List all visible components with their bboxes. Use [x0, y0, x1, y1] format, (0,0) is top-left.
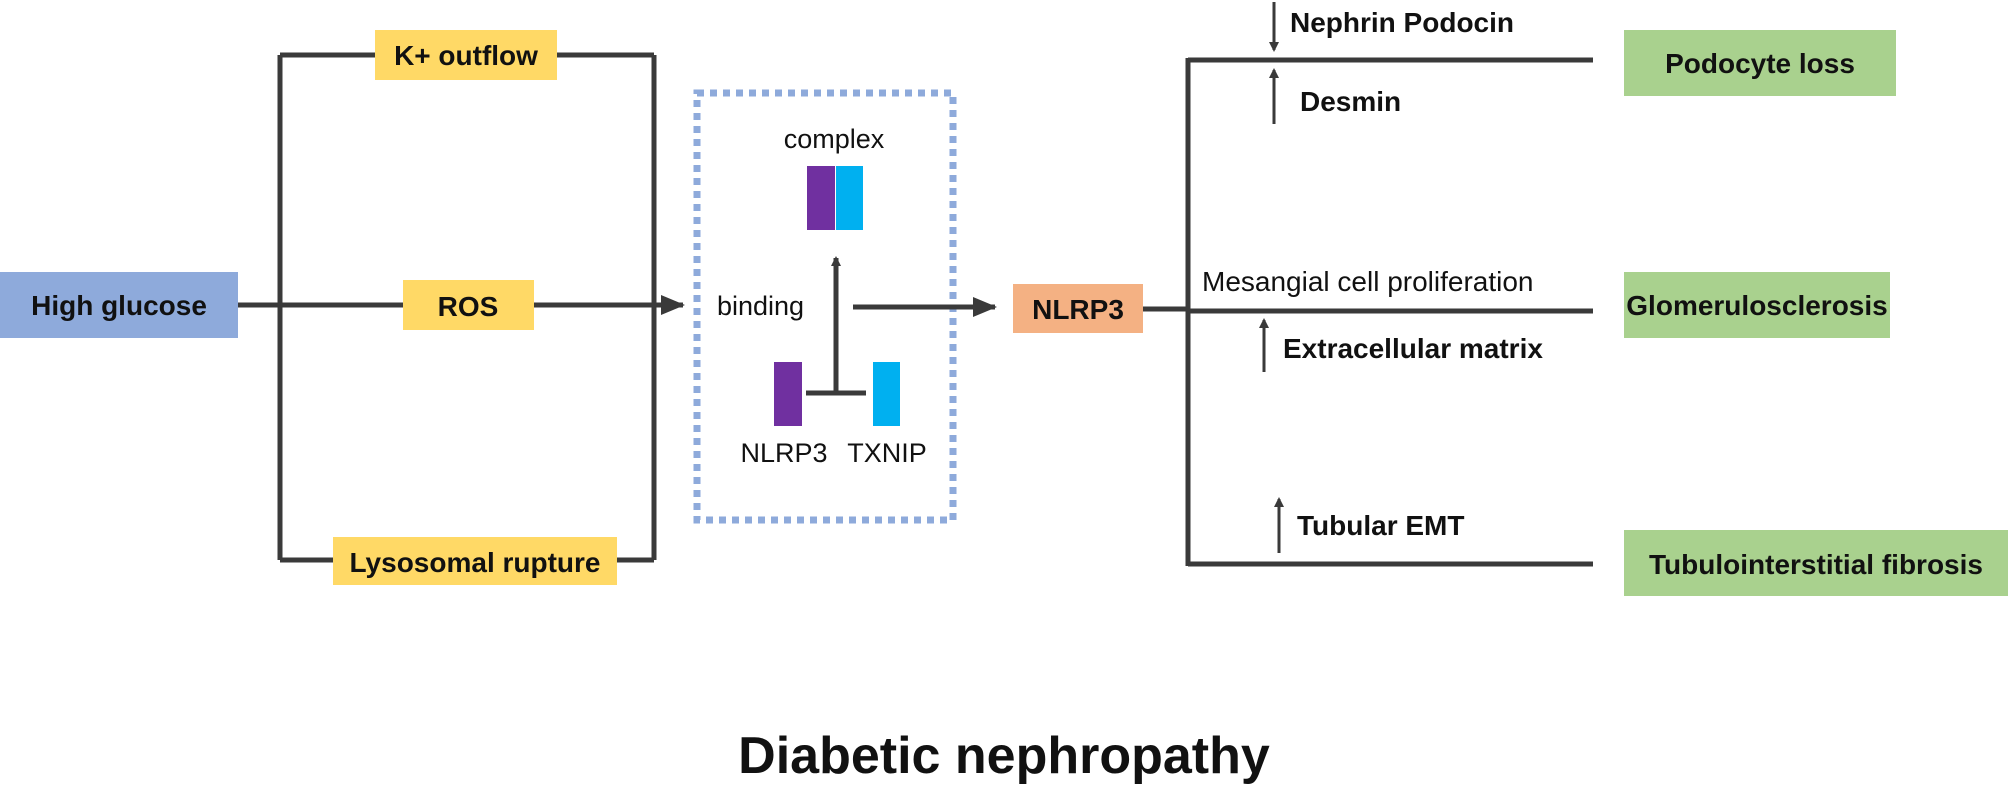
glomerulosclerosis-node: Glomerulosclerosis: [1624, 272, 1890, 338]
glomerulosclerosis-label: Glomerulosclerosis: [1626, 290, 1887, 321]
txnip-bar: [873, 362, 900, 426]
k-outflow-node: K+ outflow: [375, 30, 557, 80]
tubulointerstitial-fibrosis-node: Tubulointerstitial fibrosis: [1624, 530, 2008, 596]
ros-node: ROS: [403, 280, 534, 330]
binding-label: binding: [717, 291, 804, 321]
lysosomal-rupture-node: Lysosomal rupture: [333, 537, 617, 585]
desmin-label: Desmin: [1300, 86, 1401, 117]
podocyte-loss-node: Podocyte loss: [1624, 30, 1896, 96]
tubular-emt-label: Tubular EMT: [1297, 510, 1464, 541]
output-bracket: [1143, 57, 1593, 567]
nlrp3-label: NLRP3: [1032, 294, 1124, 325]
complex-nlrp3-bar: [807, 166, 835, 230]
complex-txnip-bar: [836, 166, 863, 230]
tubulointerstitial-fibrosis-box: [1624, 530, 2008, 596]
k-outflow-box: [375, 30, 557, 80]
nlrp3-node: NLRP3: [1013, 284, 1143, 333]
podocyte-loss-box: [1624, 30, 1896, 96]
mesangial-label: Mesangial cell proliferation: [1202, 266, 1534, 297]
high-glucose-label: High glucose: [31, 290, 207, 321]
lysosomal-rupture-box: [333, 537, 617, 585]
k-outflow-label: K+ outflow: [394, 40, 538, 71]
nlrp3-bar-label: NLRP3: [740, 438, 827, 468]
input-bracket: [238, 52, 685, 563]
txnip-bar-label: TXNIP: [847, 438, 927, 468]
nlrp3-bar: [774, 362, 802, 426]
lysosomal-rupture-label: Lysosomal rupture: [349, 547, 600, 578]
extracellular-matrix-label: Extracellular matrix: [1283, 333, 1543, 364]
diagram-title: Diabetic nephropathy: [738, 727, 1270, 785]
glomerulosclerosis-box: [1624, 272, 1890, 338]
podocyte-loss-label: Podocyte loss: [1665, 48, 1855, 79]
ros-box: [403, 280, 534, 330]
ros-label: ROS: [438, 291, 499, 322]
nlrp3-box: [1013, 284, 1143, 333]
high-glucose-box: [0, 272, 238, 338]
high-glucose-node: High glucose: [0, 272, 238, 338]
complex-label: complex: [784, 124, 885, 154]
tubulointerstitial-fibrosis-label: Tubulointerstitial fibrosis: [1649, 549, 1983, 580]
nephrin-podocin-label: Nephrin Podocin: [1290, 7, 1514, 38]
